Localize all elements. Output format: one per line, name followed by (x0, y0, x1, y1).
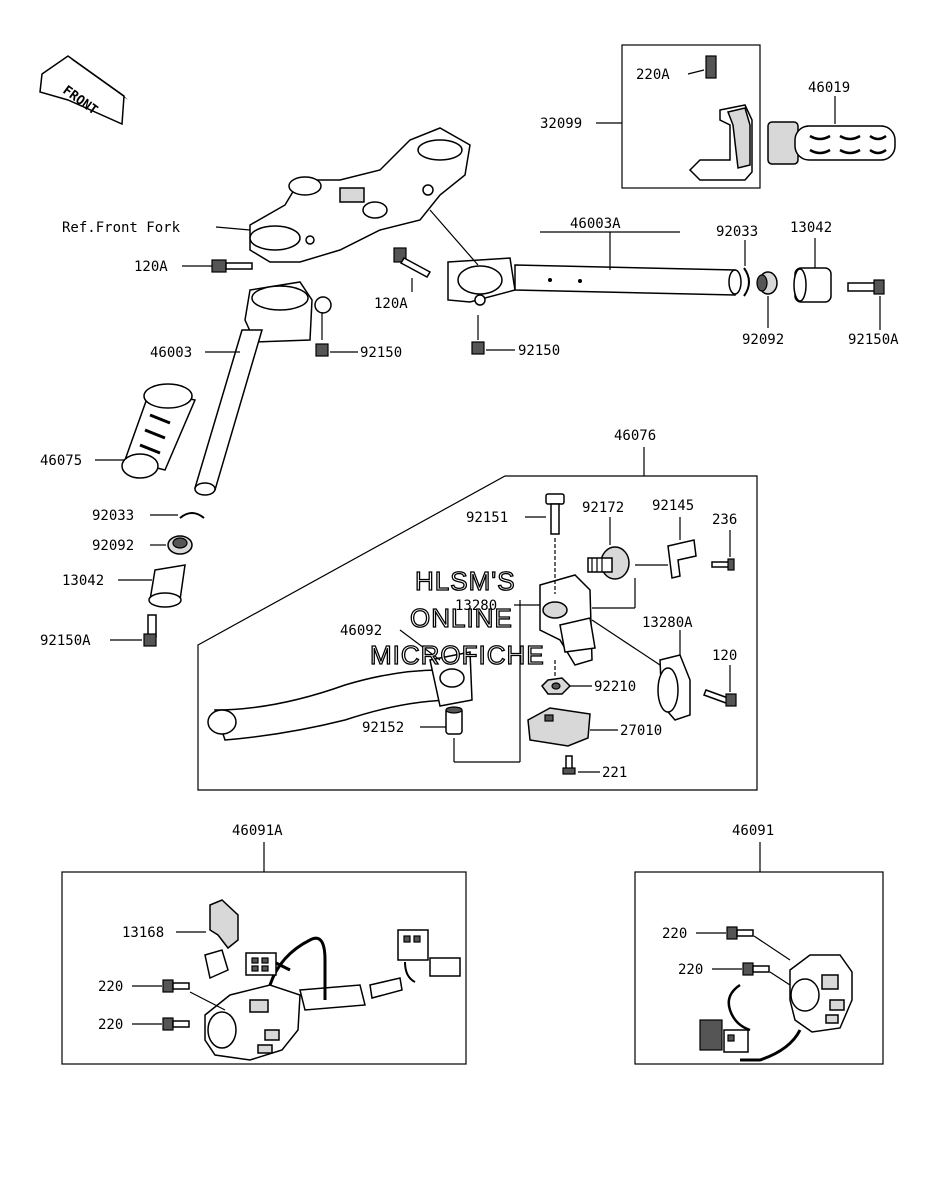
label-ref-front-fork: Ref.Front Fork (62, 220, 181, 236)
watermark-line3: MICROFICHE (370, 640, 545, 670)
throttle-assembly-box (621, 44, 761, 189)
bolt-120a-mid-icon (393, 247, 432, 278)
left-connector-icon (245, 929, 461, 999)
left-switch-housing-icon (204, 936, 366, 1061)
label-120a-mid: 120A (374, 296, 408, 312)
throttle-grip-icon (688, 55, 753, 181)
clutch-assembly-box (197, 475, 758, 791)
right-switch-housing-icon (727, 954, 853, 1062)
label-92150-left: 92150 (360, 345, 402, 361)
lever-perch-icon (539, 574, 596, 666)
label-13168: 13168 (122, 925, 164, 941)
circlip-92033-right-icon (743, 267, 750, 297)
right-handlebar-icon (447, 257, 742, 306)
label-92151: 92151 (466, 510, 508, 526)
bar-end-13042-left-icon (148, 564, 186, 608)
label-92150-mid: 92150 (518, 343, 560, 359)
right-connector-icon (699, 1019, 749, 1053)
label-46091: 46091 (732, 823, 774, 839)
screw-221-icon (562, 755, 576, 775)
label-120: 120 (712, 648, 737, 664)
label-92150a-left: 92150A (40, 633, 91, 649)
bolt-92150-left-icon (315, 343, 329, 357)
label-220-right-a: 220 (662, 926, 687, 942)
screw-220-right-b-icon (742, 962, 770, 976)
clutch-switch-27010-icon (527, 707, 591, 747)
label-46003: 46003 (150, 345, 192, 361)
clutch-lever-icon (207, 651, 473, 741)
collar-92092-right-icon (756, 271, 778, 295)
bolt-120-icon (703, 689, 737, 707)
nut-92210-icon (541, 677, 572, 695)
label-92172: 92172 (582, 500, 624, 516)
collar-92092-left-icon (167, 535, 193, 555)
label-92145: 92145 (652, 498, 694, 514)
triple-clamp-icon (249, 127, 471, 263)
label-220a-top: 220A (636, 67, 670, 83)
pivot-bolt-92151-icon (545, 493, 565, 535)
screw-236-icon (711, 558, 735, 571)
label-92210: 92210 (594, 679, 636, 695)
label-32099: 32099 (540, 116, 582, 132)
cover-13168-icon (204, 899, 239, 980)
label-120a-left: 120A (134, 259, 168, 275)
label-92092-left: 92092 (92, 538, 134, 554)
label-46092: 46092 (340, 623, 382, 639)
label-236: 236 (712, 512, 737, 528)
circlip-92033-left-icon (179, 512, 205, 519)
left-grip-icon (121, 383, 197, 479)
bolt-120a-left-icon (211, 259, 253, 273)
bolt-92150a-left-icon (143, 614, 157, 647)
adjuster-92172-icon (587, 546, 630, 580)
label-13280a: 13280A (642, 615, 693, 631)
front-arrow-icon: FRONT (39, 55, 128, 126)
left-handlebar-icon (194, 281, 332, 496)
bolt-92150-mid-icon (471, 341, 485, 355)
label-92150a-right: 92150A (848, 332, 899, 348)
label-46019: 46019 (808, 80, 850, 96)
clamp-13280a-icon (657, 654, 691, 721)
label-220-left-b: 220 (98, 1017, 123, 1033)
collar-92152-icon (445, 706, 463, 735)
label-13280: 13280 (455, 598, 497, 614)
right-switch-box (634, 871, 884, 1065)
watermark-line1: HLSM'S (415, 566, 516, 596)
label-46075: 46075 (40, 453, 82, 469)
bolt-92150a-right-icon (847, 279, 885, 295)
label-27010: 27010 (620, 723, 662, 739)
label-92152: 92152 (362, 720, 404, 736)
label-46003a: 46003A (570, 216, 621, 232)
label-221: 221 (602, 765, 627, 781)
label-92033-left: 92033 (92, 508, 134, 524)
label-13042-right: 13042 (790, 220, 832, 236)
screw-220-left-a-icon (162, 979, 190, 993)
spring-92145-icon (667, 539, 697, 579)
watermark-line2: ONLINE (410, 603, 513, 633)
screw-220-right-a-icon (726, 926, 754, 940)
right-grip-icon (767, 121, 896, 165)
label-46091a: 46091A (232, 823, 283, 839)
label-220-right-b: 220 (678, 962, 703, 978)
label-92033-right: 92033 (716, 224, 758, 240)
label-46076: 46076 (614, 428, 656, 444)
label-13042-left: 13042 (62, 573, 104, 589)
label-92092-right: 92092 (742, 332, 784, 348)
label-220-left-a: 220 (98, 979, 123, 995)
bar-end-13042-right-icon (793, 267, 832, 303)
screw-220-left-b-icon (162, 1017, 190, 1031)
